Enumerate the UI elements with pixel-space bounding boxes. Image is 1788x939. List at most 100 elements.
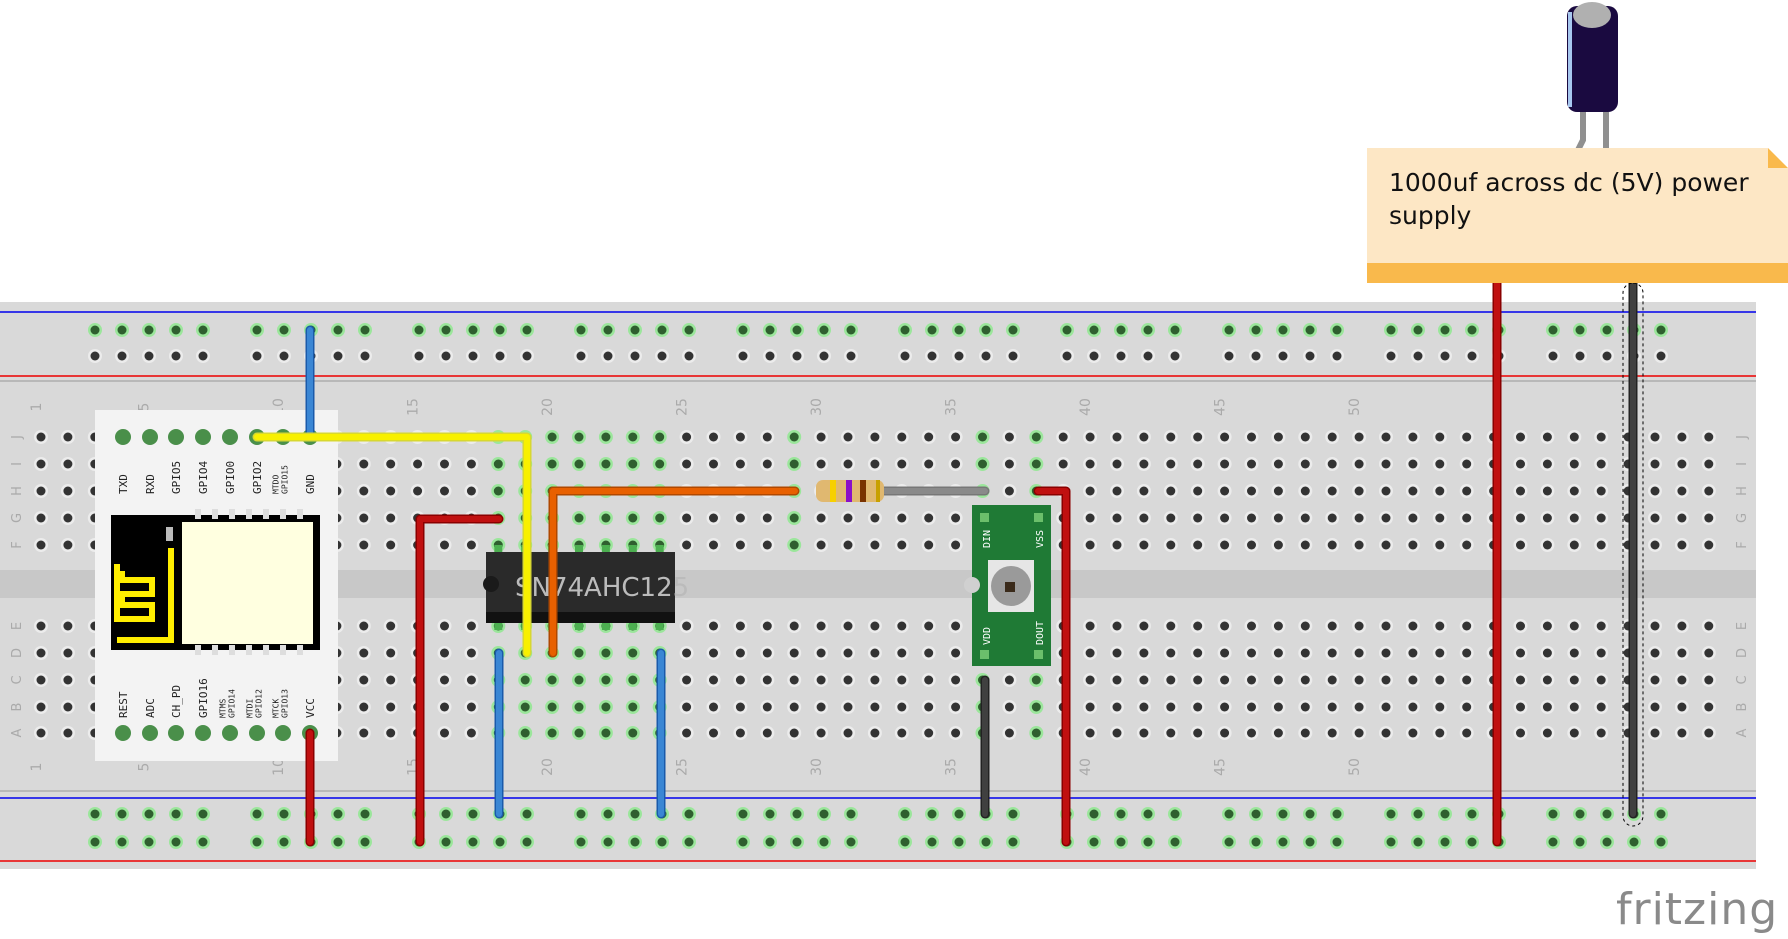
hole[interactable] bbox=[1594, 726, 1609, 740]
hole[interactable] bbox=[894, 619, 909, 633]
hole-connected[interactable] bbox=[518, 700, 533, 714]
hole[interactable] bbox=[1352, 538, 1367, 552]
hole[interactable] bbox=[1432, 484, 1447, 498]
hole[interactable] bbox=[1136, 538, 1151, 552]
hole-connected[interactable] bbox=[1087, 323, 1101, 337]
hole[interactable] bbox=[1190, 726, 1205, 740]
hole-connected[interactable] bbox=[1276, 807, 1290, 821]
hole[interactable] bbox=[1163, 673, 1178, 687]
hole[interactable] bbox=[1594, 538, 1609, 552]
hole[interactable] bbox=[1432, 619, 1447, 633]
hole[interactable] bbox=[894, 457, 909, 471]
hole[interactable] bbox=[1083, 726, 1098, 740]
hole[interactable] bbox=[841, 673, 855, 687]
hole[interactable] bbox=[867, 457, 882, 471]
hole-connected[interactable] bbox=[1330, 835, 1344, 849]
hole[interactable] bbox=[1379, 726, 1393, 740]
hole[interactable] bbox=[1136, 700, 1151, 714]
hole[interactable] bbox=[817, 349, 831, 363]
hole[interactable] bbox=[1298, 673, 1313, 687]
hole[interactable] bbox=[1298, 726, 1313, 740]
hole[interactable] bbox=[1325, 619, 1340, 633]
hole[interactable] bbox=[34, 511, 48, 525]
hole[interactable] bbox=[1083, 619, 1098, 633]
hole-connected[interactable] bbox=[466, 323, 480, 337]
hole[interactable] bbox=[1056, 457, 1071, 471]
hole-connected[interactable] bbox=[1303, 835, 1317, 849]
hole[interactable] bbox=[464, 646, 479, 660]
hole[interactable] bbox=[1298, 619, 1313, 633]
hole[interactable] bbox=[921, 457, 936, 471]
hole-connected[interactable] bbox=[979, 835, 993, 849]
hole[interactable] bbox=[867, 538, 882, 552]
hole[interactable] bbox=[1298, 511, 1313, 525]
hole[interactable] bbox=[867, 619, 882, 633]
hole[interactable] bbox=[1325, 538, 1340, 552]
hole-connected[interactable] bbox=[844, 835, 858, 849]
hole-connected[interactable] bbox=[1087, 835, 1101, 849]
hole-connected[interactable] bbox=[1654, 835, 1668, 849]
hole-connected[interactable] bbox=[1029, 726, 1044, 740]
hole[interactable] bbox=[1163, 726, 1178, 740]
hole[interactable] bbox=[733, 646, 748, 660]
hole[interactable] bbox=[1002, 673, 1017, 687]
hole-connected[interactable] bbox=[277, 835, 291, 849]
hole-connected[interactable] bbox=[142, 807, 156, 821]
hole[interactable] bbox=[760, 726, 775, 740]
hole[interactable] bbox=[1513, 646, 1528, 660]
hole-connected[interactable] bbox=[655, 835, 669, 849]
esp-pin[interactable] bbox=[168, 725, 184, 741]
hole-connected[interactable] bbox=[898, 835, 912, 849]
hole[interactable] bbox=[894, 538, 909, 552]
hole[interactable] bbox=[331, 349, 345, 363]
hole-connected[interactable] bbox=[115, 323, 129, 337]
hole[interactable] bbox=[1540, 538, 1555, 552]
electrolytic-capacitor[interactable] bbox=[1567, 2, 1618, 152]
hole[interactable] bbox=[1600, 349, 1614, 363]
hole-connected[interactable] bbox=[1411, 323, 1425, 337]
hole-connected[interactable] bbox=[491, 457, 506, 471]
hole[interactable] bbox=[574, 349, 588, 363]
hole[interactable] bbox=[733, 700, 748, 714]
hole-connected[interactable] bbox=[439, 807, 453, 821]
hole[interactable] bbox=[1432, 726, 1447, 740]
hole[interactable] bbox=[277, 349, 291, 363]
hole[interactable] bbox=[921, 700, 936, 714]
hole[interactable] bbox=[1083, 430, 1098, 444]
hole[interactable] bbox=[1217, 511, 1232, 525]
hole[interactable] bbox=[383, 619, 398, 633]
hole[interactable] bbox=[1701, 457, 1716, 471]
hole[interactable] bbox=[1648, 726, 1662, 740]
hole[interactable] bbox=[1701, 646, 1716, 660]
esp-pin[interactable] bbox=[168, 429, 184, 445]
hole-connected[interactable] bbox=[572, 726, 586, 740]
hole-connected[interactable] bbox=[1141, 835, 1155, 849]
hole[interactable] bbox=[1459, 700, 1474, 714]
hole[interactable] bbox=[1271, 511, 1286, 525]
hole[interactable] bbox=[1083, 484, 1098, 498]
hole-connected[interactable] bbox=[115, 807, 129, 821]
hole[interactable] bbox=[1379, 484, 1393, 498]
hole[interactable] bbox=[1136, 484, 1151, 498]
hole-connected[interactable] bbox=[1249, 835, 1263, 849]
hole[interactable] bbox=[948, 457, 963, 471]
hole-connected[interactable] bbox=[545, 726, 560, 740]
hole-connected[interactable] bbox=[763, 807, 777, 821]
hole[interactable] bbox=[1701, 619, 1716, 633]
hole[interactable] bbox=[867, 646, 882, 660]
esp-pin[interactable] bbox=[249, 725, 265, 741]
hole-connected[interactable] bbox=[1168, 807, 1182, 821]
hole[interactable] bbox=[1136, 726, 1151, 740]
hole[interactable] bbox=[787, 700, 802, 714]
hole[interactable] bbox=[1573, 349, 1587, 363]
hole[interactable] bbox=[679, 538, 694, 552]
hole-connected[interactable] bbox=[545, 673, 560, 687]
hole[interactable] bbox=[1654, 349, 1668, 363]
hole[interactable] bbox=[1325, 646, 1340, 660]
hole-connected[interactable] bbox=[655, 323, 669, 337]
hole[interactable] bbox=[1540, 511, 1555, 525]
hole[interactable] bbox=[34, 484, 48, 498]
hole[interactable] bbox=[1405, 646, 1420, 660]
hole[interactable] bbox=[706, 646, 721, 660]
hole-connected[interactable] bbox=[898, 323, 912, 337]
